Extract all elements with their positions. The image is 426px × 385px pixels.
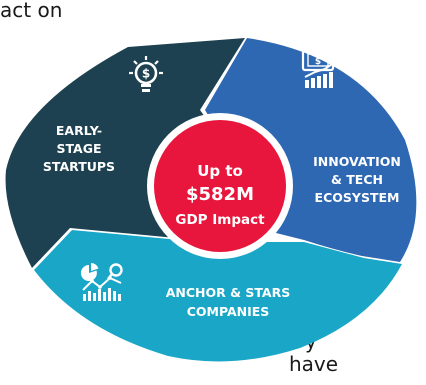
early-label-line3: STARTUPS <box>43 159 115 174</box>
center-line2: $582M <box>186 184 254 205</box>
analytics-chart-icon <box>80 263 123 301</box>
anchor-label-line1: ANCHOR & STARS <box>166 285 291 300</box>
lightbulb-dollar-icon: $ <box>129 56 163 92</box>
segment-early-stage-startups <box>5 38 245 268</box>
early-label-line1: EARLY- <box>56 123 102 138</box>
innovation-label-line2: & TECH <box>331 172 383 187</box>
segment-anchor-stars <box>34 230 402 362</box>
innovation-label-line1: INNOVATION <box>313 154 401 169</box>
center-circle-inner <box>154 120 286 252</box>
money-growth-chart-icon: $ <box>301 48 338 88</box>
anchor-label-line2: COMPANIES <box>187 304 270 319</box>
early-label-line2: STAGE <box>56 141 101 156</box>
background-text-bottom-line2: have <box>289 352 339 376</box>
svg-text:$: $ <box>142 67 150 81</box>
innovation-label-line3: ECOSYSTEM <box>315 190 400 205</box>
center-line1: Up to <box>197 162 243 180</box>
center-line3: GDP Impact <box>175 212 265 228</box>
svg-text:$: $ <box>315 57 321 67</box>
segment-innovation-tech <box>205 38 417 262</box>
background-text-top: act on <box>0 0 63 22</box>
